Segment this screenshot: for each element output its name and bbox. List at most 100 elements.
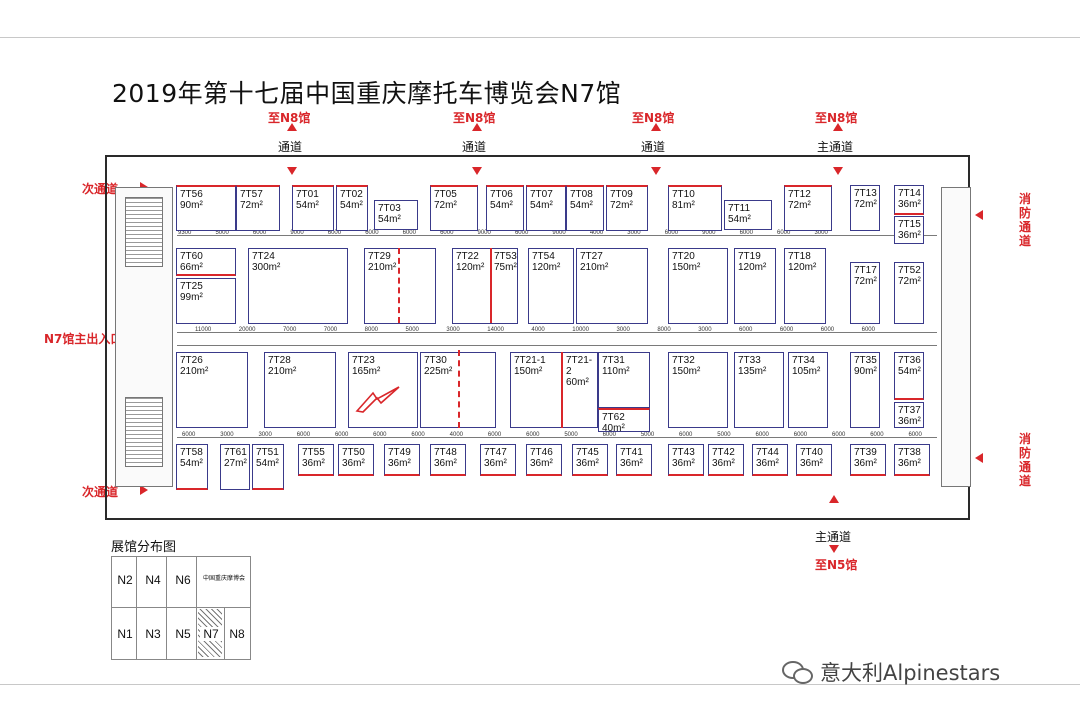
booth-area: 225m² [424, 366, 453, 377]
overview-map: N2 N4 N6 中国重庆摩博会 N1 N3 N5 N7 N8 [111, 556, 251, 660]
overview-title: 展馆分布图 [111, 540, 177, 555]
booth-area: 54m² [898, 366, 921, 377]
booth-area: 90m² [854, 366, 877, 377]
dimension-value: 6000 [373, 432, 387, 438]
aisle-line [177, 235, 937, 236]
booth-area: 210m² [368, 262, 397, 273]
booth-id: 7T29 [368, 251, 391, 262]
booth-id: 7T02 [340, 189, 363, 200]
dimension-value: 6000 [411, 432, 425, 438]
overview-divider [136, 557, 137, 659]
dimension-value: 9000 [702, 230, 716, 236]
arrow-up-icon [833, 123, 843, 131]
booth-area: 36m² [898, 458, 921, 469]
arrow-up-icon [829, 495, 839, 503]
dimension-value: 6000 [514, 230, 529, 236]
booth-area: 54m² [728, 214, 751, 225]
booth-id: 7T03 [378, 203, 401, 214]
overview-divider [112, 607, 250, 608]
booth-area: 36m² [342, 458, 365, 469]
dimension-value: 8000 [657, 327, 671, 333]
booth-area: 120m² [532, 262, 561, 273]
booth-id: 7T52 [898, 265, 921, 276]
dimension-value: 3000 [627, 230, 641, 236]
stair-block [125, 397, 163, 467]
booth-id: 7T22 [456, 251, 479, 262]
dimension-value: 6000 [777, 230, 791, 236]
booth-id: 7T12 [788, 189, 811, 200]
booth-area: 36m² [800, 458, 823, 469]
booth-area: 210m² [268, 366, 297, 377]
overview-divider [196, 557, 197, 659]
dimension-value: 5000 [405, 327, 419, 333]
dimension-value: 8000 [364, 327, 379, 333]
booth-area: 72m² [854, 276, 877, 287]
page-title: 2019年第十七届中国重庆摩托车博览会N7馆 [112, 79, 622, 108]
booth-area: 36m² [898, 199, 921, 210]
booth-area: 72m² [854, 199, 877, 210]
booth-id: 7T41 [620, 447, 643, 458]
overview-divider [224, 607, 225, 659]
dashed-divider [398, 248, 400, 323]
booth-area: 54m² [570, 200, 593, 211]
booth-area: 36m² [302, 458, 325, 469]
booth-id: 7T21-1 [514, 355, 546, 366]
booth-id: 7T39 [854, 447, 877, 458]
booth-id: 7T55 [302, 447, 325, 458]
dimension-value: 4000 [589, 230, 604, 236]
booth-id: 7T54 [532, 251, 555, 262]
dimension-value: 14000 [487, 327, 504, 333]
booth-id: 7T17 [854, 265, 877, 276]
arrow-down-icon [829, 545, 839, 553]
overview-hall-n2: N2 [117, 573, 133, 587]
entrance-label: N7馆主出入口 [44, 332, 123, 346]
booth-area: 54m² [340, 200, 363, 211]
booth-area: 110m² [602, 366, 630, 377]
booth-area: 36m² [712, 458, 735, 469]
dimension-value: 6000 [664, 230, 679, 236]
booth-id: 7T49 [388, 447, 411, 458]
booth-area: 36m² [898, 230, 921, 241]
booth-id: 7T26 [180, 355, 203, 366]
dimension-value: 6000 [334, 432, 349, 438]
booth-area: 36m² [756, 458, 779, 469]
wechat-icon [782, 661, 813, 684]
dimension-value: 6000 [327, 230, 342, 236]
overview-hall-n8: N8 [229, 627, 245, 641]
booth-id: 7T53 [494, 251, 517, 262]
booth-area: 81m² [672, 200, 695, 211]
booth-area: 36m² [530, 458, 553, 469]
dimension-value: 7000 [323, 327, 338, 333]
booth-area: 27m² [224, 458, 247, 469]
booth-id: 7T42 [712, 447, 735, 458]
booth-area: 300m² [252, 262, 281, 273]
dimension-value: 5000 [640, 432, 655, 438]
top-divider [0, 37, 1080, 38]
channel-label-1: 通道 [278, 140, 303, 154]
booth-area: 120m² [788, 262, 817, 273]
to-n8-label-4: 至N8馆 [815, 111, 858, 125]
